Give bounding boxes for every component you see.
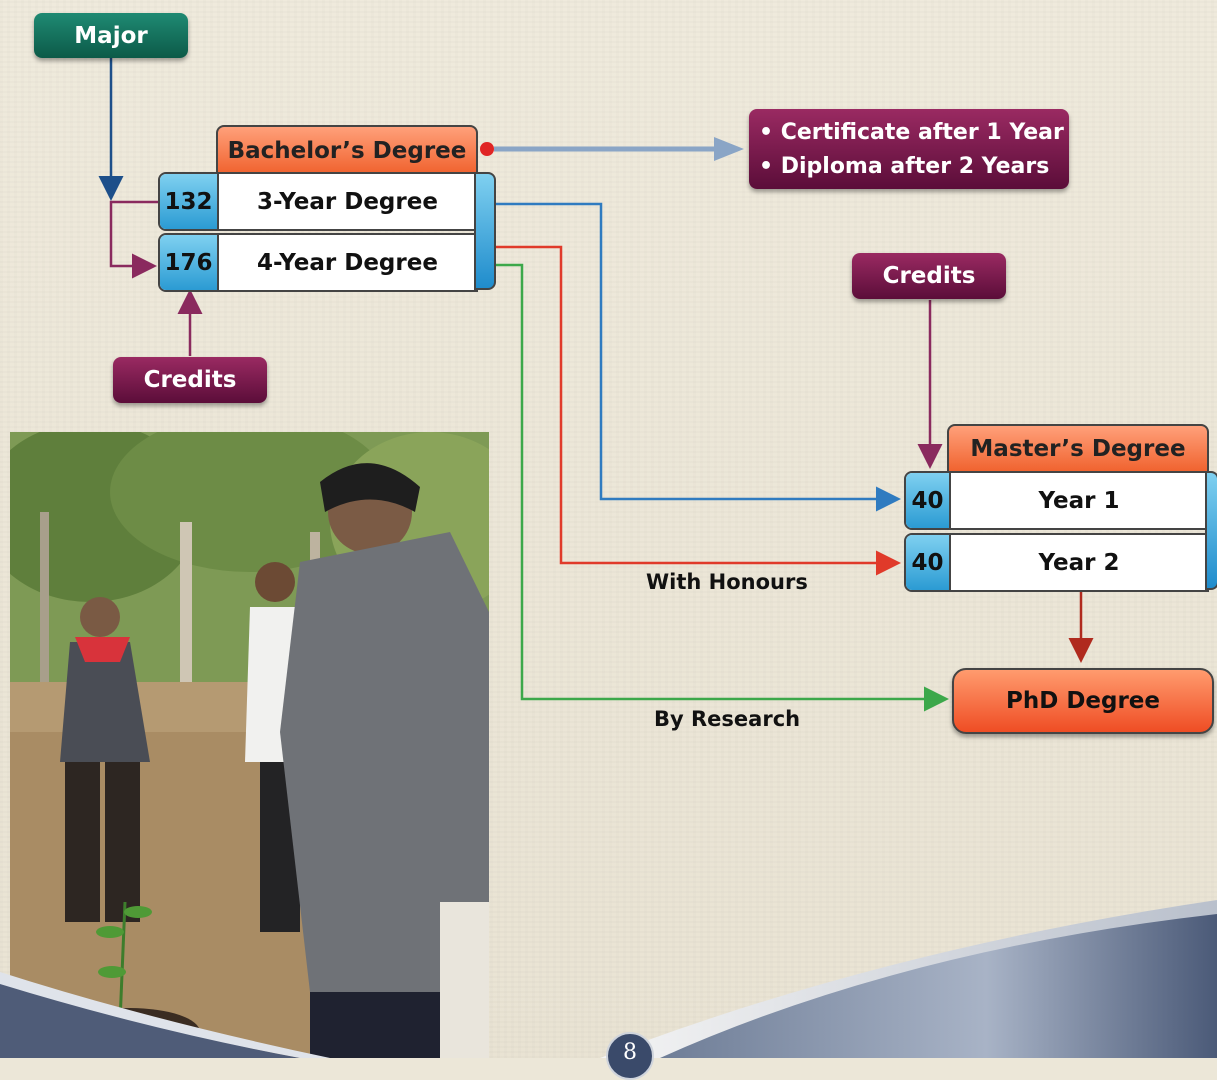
bottom-swoosh <box>0 900 1217 1058</box>
exit-option-diploma: • Diploma after 2 Years <box>759 154 1050 179</box>
master-title: Master’s Degree <box>947 424 1209 472</box>
by-research-label: By Research <box>654 707 801 731</box>
red-path <box>495 245 901 576</box>
page-number: 8 <box>606 1032 654 1080</box>
credits-label-right: Credits <box>852 253 1006 299</box>
bachelor-row-4-year: 176 4-Year Degree <box>158 233 478 292</box>
photo-illustration <box>10 432 489 1058</box>
tree-planting-photo <box>10 432 489 1058</box>
with-honours-label: With Honours <box>646 570 808 594</box>
master-label-year-2: Year 2 <box>1038 549 1120 576</box>
bachelor-row-3-year: 132 3-Year Degree <box>158 172 478 231</box>
master-side-tab <box>1205 471 1217 590</box>
master-row-year-1: 40 Year 1 <box>904 471 1209 530</box>
connector-lines <box>98 58 1094 712</box>
bachelor-label-4-year: 4-Year Degree <box>257 249 438 276</box>
major-label: Major <box>34 13 188 58</box>
exit-dot <box>480 142 494 156</box>
bachelor-credits-132: 132 <box>160 174 219 229</box>
bachelor-title: Bachelor’s Degree <box>216 125 478 174</box>
phd-degree-box: PhD Degree <box>952 668 1214 734</box>
exit-option-certificate: • Certificate after 1 Year <box>759 120 1064 145</box>
credits-label-left: Credits <box>113 357 267 403</box>
bachelor-credits-176: 176 <box>160 235 219 290</box>
master-row-year-2: 40 Year 2 <box>904 533 1209 592</box>
exit-options-box: • Certificate after 1 Year • Diploma aft… <box>749 109 1069 189</box>
green-path <box>495 263 949 712</box>
major-bracket <box>109 200 158 279</box>
bachelor-label-3-year: 3-Year Degree <box>257 188 438 215</box>
master-label-year-1: Year 1 <box>1038 487 1120 514</box>
master-credits-year-1: 40 <box>906 473 951 528</box>
master-credits-year-2: 40 <box>906 535 951 590</box>
bachelor-side-tab <box>474 172 496 290</box>
blue-path <box>495 202 901 512</box>
